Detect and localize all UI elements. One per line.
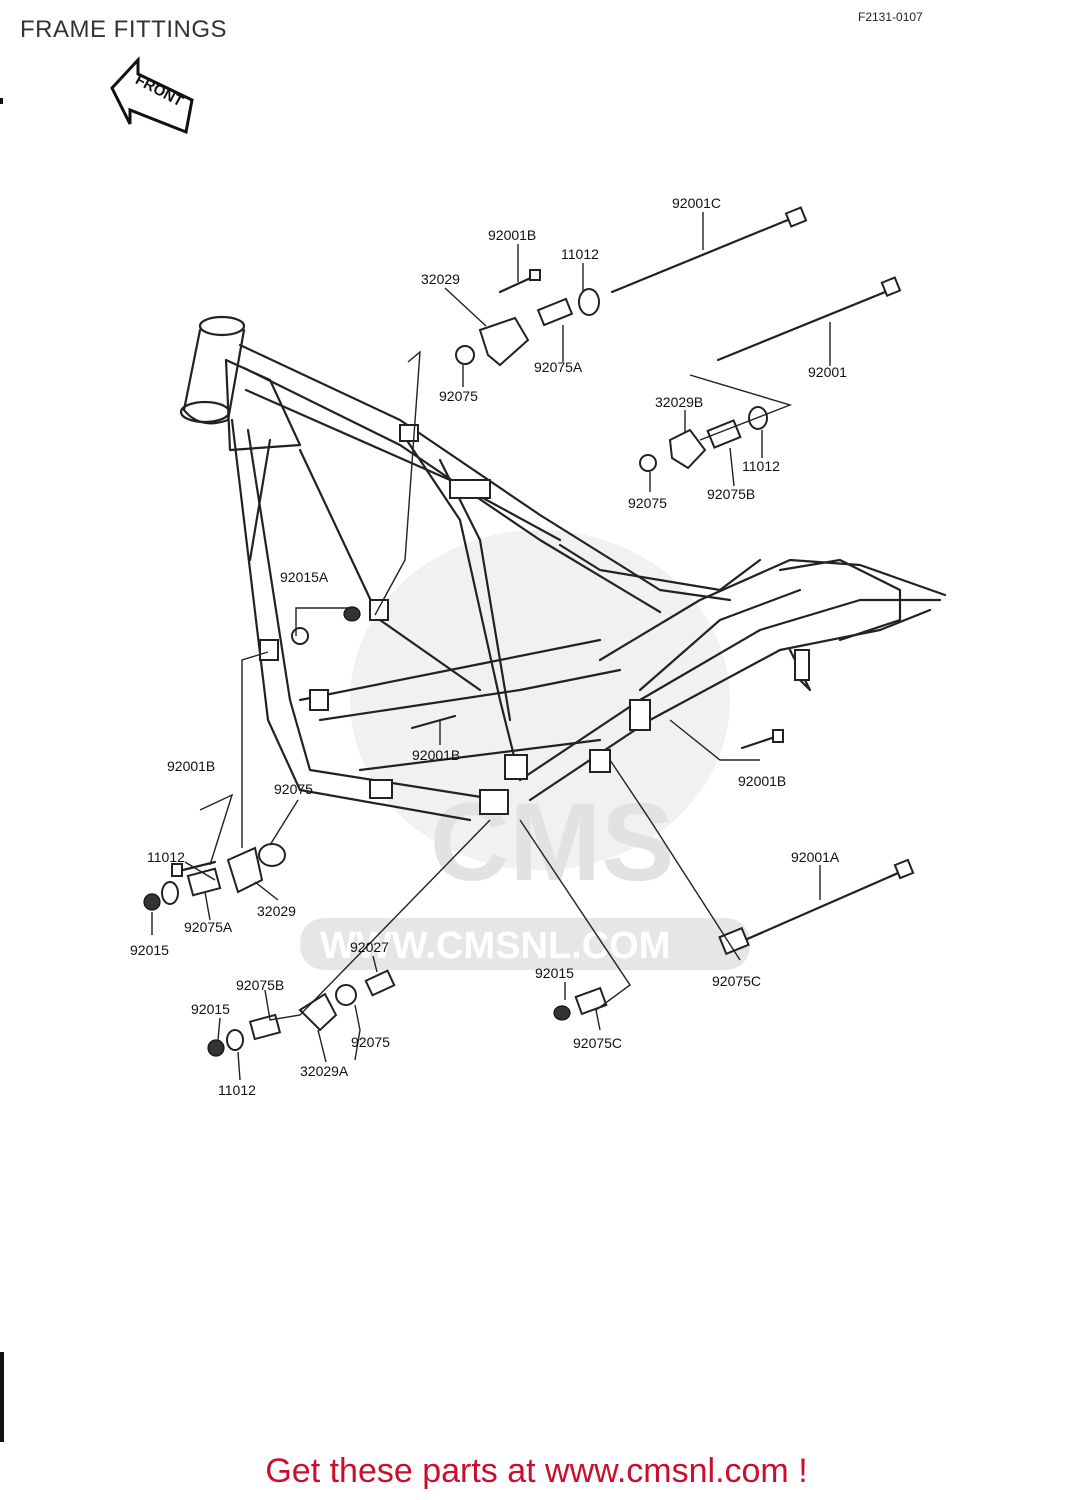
bracket-32029 (478, 316, 530, 367)
collar-11012 (578, 288, 600, 316)
callout-92075C-right: 92075C (712, 973, 761, 989)
callout-92075-left: 92075 (274, 781, 313, 797)
callout-92001C-top: 92001C (672, 195, 721, 211)
margin-mark (0, 98, 3, 104)
watermark: CMS WWW.CMSNL.COM (300, 530, 750, 970)
callout-92075A-left: 92075A (184, 919, 233, 935)
callout-32029A: 32029A (300, 1063, 349, 1079)
callout-11012-left: 11012 (147, 849, 185, 865)
document-id: F2131-0107 (858, 10, 923, 24)
parts (143, 206, 915, 1057)
callout-92015-left: 92015 (130, 942, 169, 958)
callout-labels: 92001C 92001B 11012 32029 92075 92075A 9… (130, 195, 847, 1098)
callout-92015-center: 92015 (535, 965, 574, 981)
bolt-92001 (716, 288, 892, 362)
callout-92075C-center: 92075C (573, 1035, 622, 1051)
callout-92015A: 92015A (280, 569, 329, 585)
callout-92015-low: 92015 (191, 1001, 230, 1017)
callout-92027: 92027 (350, 939, 389, 955)
callout-92075B-low: 92075B (236, 977, 284, 993)
callout-11012-mid: 11012 (742, 458, 780, 474)
page-title: FRAME FITTINGS (20, 16, 227, 43)
watermark-url: WWW.CMSNL.COM (320, 925, 670, 967)
callout-92075B-mid: 92075B (707, 486, 755, 502)
watermark-brand: CMS (430, 781, 674, 904)
callout-92075-mid: 92075 (628, 495, 667, 511)
callout-92001B-left: 92001B (167, 758, 215, 774)
front-arrow-icon: FRONT (110, 56, 194, 135)
callout-92001A: 92001A (791, 849, 840, 865)
margin-bar (0, 1352, 4, 1442)
callout-92075-top: 92075 (439, 388, 478, 404)
callout-92075A-top: 92075A (534, 359, 583, 375)
bolt-92001C (610, 215, 797, 294)
callout-32029-top: 32029 (421, 271, 460, 287)
callout-11012-low: 11012 (218, 1082, 256, 1098)
callout-92001-right: 92001 (808, 364, 847, 380)
callout-32029-left: 32029 (257, 903, 296, 919)
motorcycle-frame (179, 315, 947, 822)
callout-92001B-right: 92001B (738, 773, 786, 789)
footer-link[interactable]: Get these parts at www.cmsnl.com ! (265, 1452, 808, 1490)
callout-92001B-top: 92001B (488, 227, 536, 243)
callout-32029B: 32029B (655, 394, 703, 410)
callout-92075-low: 92075 (351, 1034, 390, 1050)
leader-lines (151, 212, 831, 1081)
callout-11012-top: 11012 (561, 246, 599, 262)
callout-92001B-center: 92001B (412, 747, 460, 763)
